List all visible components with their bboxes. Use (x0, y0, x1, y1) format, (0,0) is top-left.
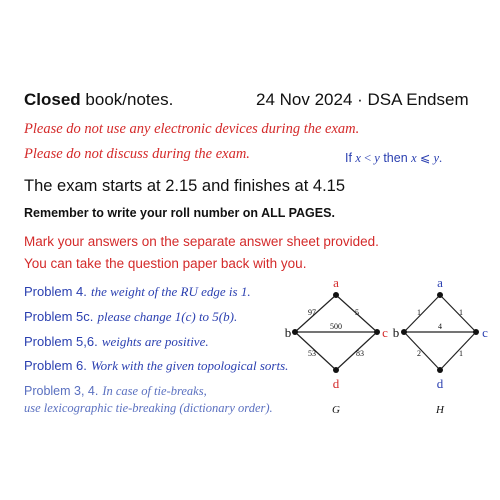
node-a-label: a (437, 275, 443, 290)
problem-note-6: Problem 6. Work with the given topologic… (24, 358, 288, 374)
node-a-label: a (333, 275, 339, 290)
no-discuss-notice: Please do not discuss during the exam. (24, 146, 250, 162)
node-c-dot (374, 329, 380, 335)
node-d-label: d (437, 376, 444, 391)
edge-ab (294, 294, 337, 333)
weight-bc: 4 (438, 322, 442, 331)
problem-label: Problem 3, 4. (24, 384, 99, 398)
problem-note-3-4: Problem 3, 4. In case of tie-breaks, (24, 383, 207, 399)
problem-label: Problem 6. (24, 358, 87, 373)
weight-bd: 53 (308, 349, 316, 358)
problem-note: please change 1(c) to 5(b). (97, 309, 238, 324)
weight-ac: 1 (459, 308, 463, 317)
date-course-title: 24 Nov 2024 · DSA Endsem (256, 90, 469, 109)
node-b-label: b (393, 325, 400, 340)
problem-label: Problem 5,6. (24, 334, 98, 349)
if-rule-x2: x (411, 151, 417, 165)
node-b-label: b (285, 325, 292, 340)
node-d-label: d (333, 376, 340, 391)
if-rule-lt: < (360, 151, 375, 165)
edge-cd (439, 331, 477, 371)
if-rule-note: If x < y then x ⩽ y. (345, 150, 442, 166)
edge-cd (335, 331, 378, 371)
weight-bd: 2 (417, 349, 421, 358)
node-d-dot (437, 367, 443, 373)
edge-bd (294, 331, 337, 371)
node-b-dot (292, 329, 298, 335)
if-rule-then: then (379, 151, 412, 165)
node-c-label: c (482, 325, 488, 340)
node-a-dot (437, 292, 443, 298)
graph-g-diagram: a b c d 97 5 500 53 83 G (285, 275, 388, 416)
weight-cd: 83 (356, 349, 364, 358)
if-rule-dot: . (439, 151, 443, 165)
problem-note: the weight of the RU edge is 1. (91, 284, 251, 299)
problem-note: In case of tie-breaks, (102, 384, 207, 398)
edge-ac (335, 294, 378, 333)
node-d-dot (333, 367, 339, 373)
if-rule-y1: y (374, 151, 380, 165)
edge-ab (403, 294, 441, 333)
if-rule-prefix: If (345, 151, 356, 165)
answer-sheet-notice: Mark your answers on the separate answer… (24, 234, 379, 249)
node-b-dot (401, 329, 407, 335)
graph-h-diagram: a b c d 1 1 4 2 1 H (393, 275, 488, 416)
no-devices-notice: Please do not use any electronic devices… (24, 121, 360, 137)
graph-g-caption: G (332, 404, 340, 416)
edge-bd (403, 331, 441, 371)
problem-note: Work with the given topological sorts. (91, 358, 289, 373)
edge-ac (439, 294, 477, 333)
problem-label: Problem 4. (24, 284, 87, 299)
weight-ab: 97 (308, 308, 316, 317)
weight-ac: 5 (355, 308, 359, 317)
closed-bold-text: Closed (24, 90, 81, 109)
node-c-label: c (382, 325, 388, 340)
if-rule-x1: x (355, 151, 361, 165)
node-a-dot (333, 292, 339, 298)
node-c-dot (473, 329, 479, 335)
graph-h-caption: H (435, 404, 445, 416)
take-back-notice: You can take the question paper back wit… (24, 256, 307, 271)
weight-ab: 1 (417, 308, 421, 317)
problem-note: weights are positive. (101, 334, 209, 349)
closed-rest-text: book/notes. (80, 90, 174, 109)
exam-timing: The exam starts at 2.15 and finishes at … (24, 177, 346, 195)
problem-label: Problem 5c. (24, 309, 94, 324)
if-rule-le: ⩽ (416, 151, 434, 165)
problem-note-3-4-line2: use lexicographic tie-breaking (dictiona… (24, 401, 273, 415)
if-rule-y2: y (433, 151, 439, 165)
closed-book-notice: Closed book/notes. (24, 90, 173, 110)
roll-number-reminder: Remember to write your roll number on AL… (24, 206, 335, 220)
weight-bc: 500 (330, 322, 342, 331)
weight-cd: 1 (459, 349, 463, 358)
problem-note-5c: Problem 5c. please change 1(c) to 5(b). (24, 309, 237, 325)
problem-note-4: Problem 4. the weight of the RU edge is … (24, 284, 251, 300)
problem-note-5-6: Problem 5,6. weights are positive. (24, 334, 209, 350)
